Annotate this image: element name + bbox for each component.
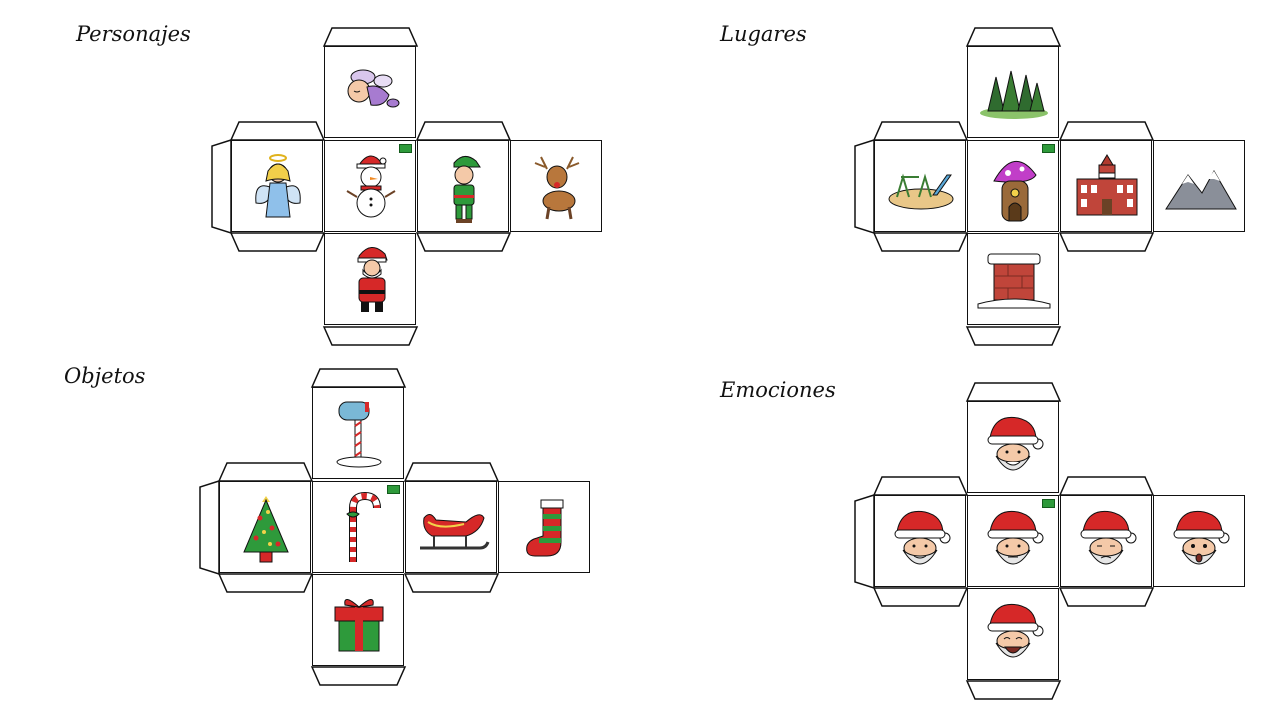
- publisher-logo-icon: [387, 485, 400, 494]
- santa-face-neutral-icon: [987, 510, 1044, 565]
- title-personajes: Personajes: [76, 22, 191, 46]
- christmas-tree-icon: [243, 496, 289, 563]
- santa-face-smile-icon: [894, 510, 951, 565]
- face-bottom: [324, 233, 416, 325]
- face-top: [312, 387, 404, 479]
- publisher-logo-icon: [1042, 499, 1055, 508]
- snowman-icon: [346, 155, 396, 218]
- santa-face-laugh-icon: [987, 603, 1044, 658]
- school-icon: [1076, 154, 1138, 216]
- face-front: [312, 481, 404, 573]
- reindeer-icon: [534, 156, 580, 220]
- candy-cane-icon: [346, 491, 381, 562]
- face-left: [874, 495, 966, 587]
- face-front: [324, 140, 416, 232]
- face-right: [405, 481, 497, 573]
- sleigh-icon: [420, 514, 490, 550]
- publisher-logo-icon: [399, 144, 412, 153]
- face-top: [324, 46, 416, 138]
- face-back: [1153, 140, 1245, 232]
- gift-icon: [334, 599, 384, 652]
- mountains-icon: [1165, 169, 1237, 210]
- face-right: [1060, 495, 1152, 587]
- face-left: [219, 481, 311, 573]
- gnome-house-icon: [993, 160, 1037, 222]
- publisher-logo-icon: [1042, 144, 1055, 153]
- santa-icon: [357, 247, 388, 312]
- face-bottom: [967, 233, 1059, 325]
- title-emociones: Emociones: [720, 378, 836, 402]
- face-right: [1060, 140, 1152, 232]
- santa-face-calm-icon: [1080, 510, 1137, 565]
- mailbox-icon: [336, 401, 382, 468]
- face-top: [967, 46, 1059, 138]
- face-left: [231, 140, 323, 232]
- stocking-icon: [526, 499, 564, 557]
- title-objetos: Objetos: [64, 364, 146, 388]
- face-left: [874, 140, 966, 232]
- santa-face-happy-icon: [987, 416, 1044, 471]
- title-lugares: Lugares: [720, 22, 807, 46]
- playground-icon: [888, 173, 954, 210]
- elf-icon: [453, 156, 481, 223]
- face-back: [1153, 495, 1245, 587]
- sleeping-fairy-icon: [347, 69, 400, 108]
- santa-face-surprised-icon: [1173, 510, 1230, 565]
- chimney-icon: [977, 253, 1051, 309]
- face-back: [498, 481, 590, 573]
- face-bottom: [312, 574, 404, 666]
- face-bottom: [967, 588, 1059, 680]
- face-back: [510, 140, 602, 232]
- forest-icon: [980, 70, 1048, 119]
- angel-icon: [255, 154, 301, 218]
- face-front: [967, 140, 1059, 232]
- face-right: [417, 140, 509, 232]
- face-front: [967, 495, 1059, 587]
- face-top: [967, 401, 1059, 493]
